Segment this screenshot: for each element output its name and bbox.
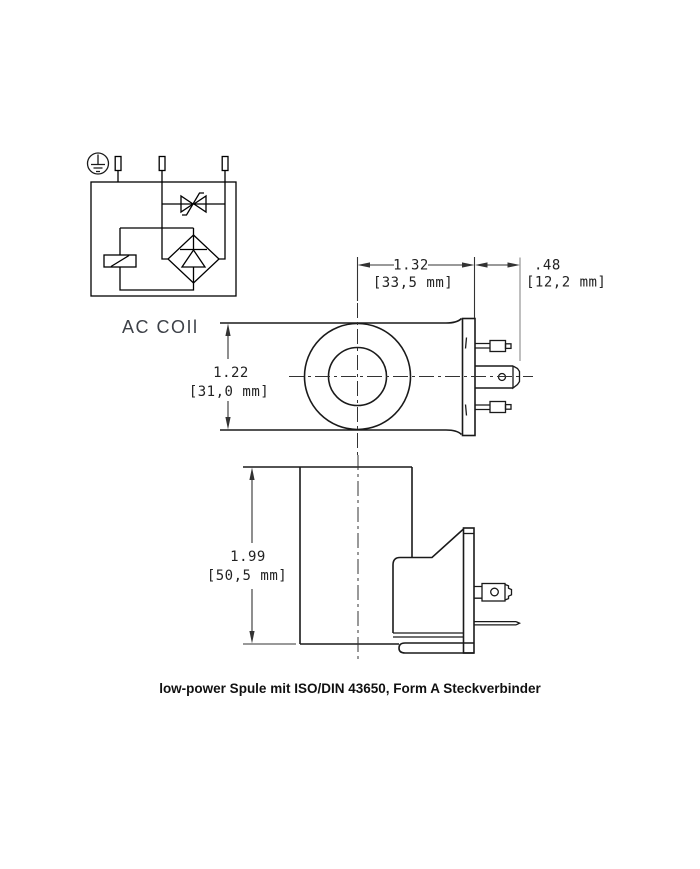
dim-value-inch: .48 <box>534 258 561 274</box>
terminal-pin-1 <box>114 155 122 172</box>
upper-spade-terminal <box>475 339 512 353</box>
arrowhead <box>475 262 488 268</box>
dim-value-inch: 1.99 <box>230 549 266 565</box>
wire <box>119 267 195 291</box>
circuit-schematic <box>86 152 237 297</box>
tvs-diode-icon <box>180 192 207 216</box>
arrowhead <box>357 262 370 268</box>
arrowhead <box>225 417 231 430</box>
center-connector-pin <box>475 365 521 390</box>
arrowhead <box>507 262 520 268</box>
arrowhead <box>462 262 475 268</box>
arrowhead <box>249 631 255 644</box>
dim-value-mm: [33,5 mm] <box>373 275 453 291</box>
housing-lower-rim <box>393 632 464 638</box>
terminal-hole <box>490 587 499 597</box>
dimension-width-body: 1.32 [33,5 mm] <box>356 257 476 318</box>
dim-value-inch: 1.32 <box>393 258 429 274</box>
wire <box>119 227 195 255</box>
lower-spade-terminal <box>475 400 512 414</box>
coil-winding-icon <box>103 254 137 268</box>
dim-value-mm: [12,2 mm] <box>526 275 606 291</box>
spade-terminal-side <box>474 582 513 602</box>
terminal-pin-3 <box>221 155 229 172</box>
coil-top-view <box>220 303 533 457</box>
terminal-pin-2 <box>158 155 166 172</box>
dim-value-inch: 1.22 <box>213 365 249 381</box>
figure-caption: low-power Spule mit ISO/DIN 43650, Form … <box>159 681 541 696</box>
circuit-enclosure <box>90 181 237 297</box>
connector-housing <box>392 527 475 654</box>
dim-value-mm: [31,0 mm] <box>189 384 269 400</box>
connector-face-plate <box>462 527 475 654</box>
mounting-base <box>398 642 474 654</box>
wire <box>219 170 226 260</box>
coil-side-view <box>243 455 522 661</box>
dimension-height-side-view: 1.99 [50,5 mm] <box>207 467 287 644</box>
ground-pin-side <box>474 620 522 626</box>
dimension-width-connector: .48 [12,2 mm] <box>475 257 606 361</box>
wire <box>161 170 168 260</box>
bridge-rectifier-icon <box>167 234 220 284</box>
dim-value-mm: [50,5 mm] <box>207 568 287 584</box>
ac-coil-label: AC COIl <box>122 317 199 337</box>
arrowhead <box>225 323 231 336</box>
protective-earth-icon <box>86 152 110 175</box>
arrowhead <box>249 467 255 480</box>
dimension-height-top-view: 1.22 [31,0 mm] <box>189 323 269 430</box>
